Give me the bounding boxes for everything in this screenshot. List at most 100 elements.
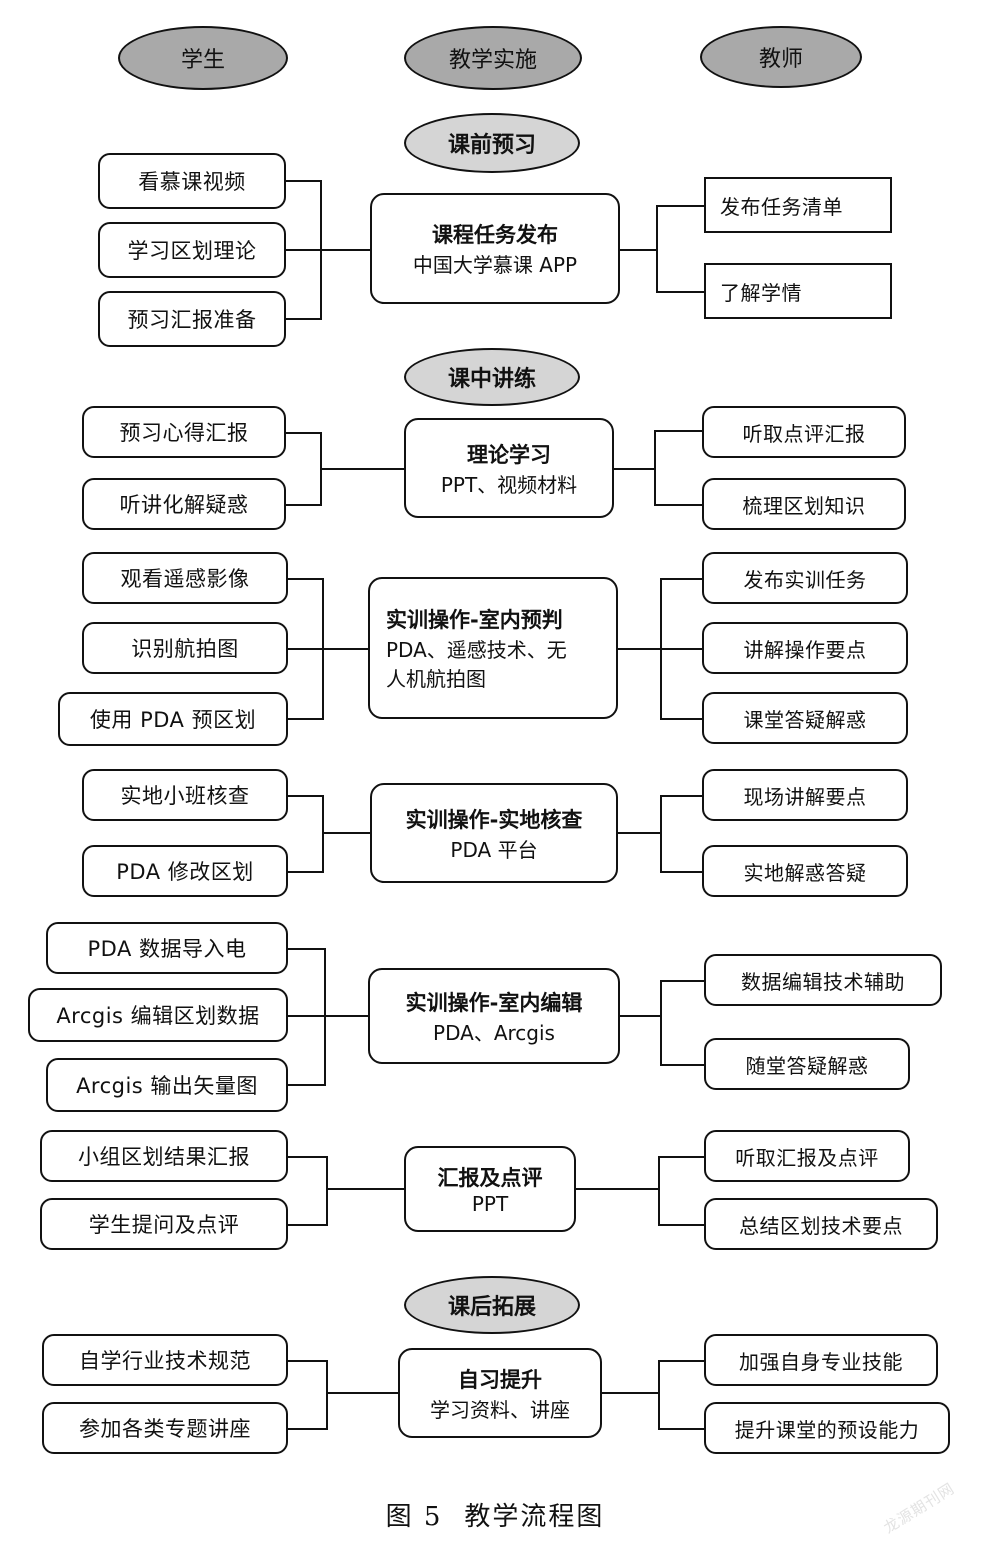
connector-line: [326, 1156, 328, 1226]
connector-line: [614, 468, 656, 470]
connector-line: [654, 430, 656, 506]
student-task-label: 听讲化解疑惑: [119, 493, 249, 517]
connector-line: [324, 948, 326, 1086]
student-task-box: 识别航拍图: [82, 622, 288, 674]
student-task-box: 预习心得汇报: [82, 406, 286, 458]
teacher-task-box: 加强自身专业技能: [704, 1334, 938, 1386]
connector-line: [620, 1015, 662, 1017]
teacher-task-label: 提升课堂的预设能力: [734, 1417, 920, 1442]
connector-line: [288, 1224, 328, 1226]
teacher-task-label: 随堂答疑解惑: [745, 1053, 869, 1078]
student-task-box: 听讲化解疑惑: [82, 478, 286, 530]
connector-line: [288, 795, 324, 797]
connector-line: [660, 648, 704, 650]
stage-label-post-class: 课后拓展: [404, 1276, 580, 1334]
student-task-box: 看慕课视频: [98, 153, 286, 209]
center-activity-subtitle: PDA、Arcgis: [433, 1020, 555, 1045]
connector-line: [326, 1360, 328, 1430]
student-task-box: PDA 修改区划: [82, 845, 288, 897]
teacher-task-box: 课堂答疑解惑: [702, 692, 908, 744]
connector-line: [322, 795, 324, 873]
stage-label-post-class-text: 课后拓展: [447, 1295, 536, 1320]
center-activity-box: 自习提升 学习资料、讲座: [398, 1348, 602, 1438]
connector-line: [288, 871, 324, 873]
column-header-implementation: 教学实施: [404, 26, 582, 90]
center-activity-subtitle: 中国大学慕课 APP: [412, 253, 578, 277]
student-task-box: 观看遥感影像: [82, 552, 288, 604]
connector-line: [288, 648, 368, 650]
connector-line: [288, 1428, 328, 1430]
teacher-task-label: 总结区划技术要点: [739, 1213, 903, 1238]
teacher-task-label: 实地解惑答疑: [743, 860, 867, 885]
connector-line: [658, 1428, 706, 1430]
connector-line: [288, 1360, 328, 1362]
center-activity-title: 汇报及点评: [437, 1166, 543, 1190]
teacher-task-label: 课堂答疑解惑: [743, 707, 867, 732]
connector-line: [286, 504, 322, 506]
teacher-task-label: 听取点评汇报: [742, 421, 866, 446]
student-task-label: 预习汇报准备: [127, 308, 257, 332]
teacher-task-box: 随堂答疑解惑: [704, 1038, 910, 1090]
student-task-label: PDA 修改区划: [116, 860, 254, 884]
connector-line: [658, 1360, 660, 1430]
figure-caption-label: 图 5: [385, 1502, 443, 1532]
center-activity-box: 实训操作-实地核查 PDA 平台: [370, 783, 618, 883]
student-task-box: 参加各类专题讲座: [42, 1402, 288, 1454]
center-activity-subtitle: 学习资料、讲座: [430, 1397, 570, 1422]
center-activity-box: 课程任务发布 中国大学慕课 APP: [370, 193, 620, 304]
student-task-label: 自学行业技术规范: [79, 1349, 251, 1373]
connector-line: [660, 1064, 706, 1066]
teacher-task-box: 总结区划技术要点: [704, 1198, 938, 1250]
connector-line: [288, 578, 324, 580]
column-header-teacher: 教师: [700, 26, 862, 88]
connector-line: [288, 1015, 368, 1017]
teacher-task-label: 发布实训任务: [743, 567, 867, 592]
stage-label-pre-class-text: 课前预习: [447, 133, 536, 158]
center-activity-title: 实训操作-室内预判: [386, 608, 563, 632]
teacher-task-label: 讲解操作要点: [743, 637, 867, 662]
student-task-label: 参加各类专题讲座: [79, 1417, 251, 1441]
teacher-task-box: 现场讲解要点: [702, 769, 908, 821]
connector-line: [576, 1188, 660, 1190]
connector-line: [660, 980, 706, 982]
connector-line: [660, 871, 704, 873]
student-task-label: Arcgis 编辑区划数据: [56, 1004, 260, 1028]
center-activity-subtitle: PDA 平台: [450, 837, 538, 862]
column-header-students-label: 学生: [180, 48, 225, 73]
column-header-implementation-label: 教学实施: [448, 48, 537, 73]
connector-line: [658, 1156, 706, 1158]
teacher-task-label: 梳理区划知识: [742, 493, 866, 518]
connector-line: [660, 980, 662, 1066]
connector-line: [660, 718, 704, 720]
center-activity-subtitle: PPT、视频材料: [440, 472, 578, 497]
student-task-box: 学生提问及点评: [40, 1198, 288, 1250]
teacher-task-label: 现场讲解要点: [743, 784, 867, 809]
teacher-task-box: 了解学情: [704, 263, 892, 319]
teacher-task-box: 梳理区划知识: [702, 478, 906, 530]
student-task-box: Arcgis 输出矢量图: [46, 1058, 288, 1112]
teacher-task-box: 提升课堂的预设能力: [704, 1402, 950, 1454]
connector-line: [288, 1156, 328, 1158]
connector-line: [656, 205, 706, 207]
connector-line: [288, 948, 326, 950]
connector-line: [326, 1188, 406, 1190]
connector-line: [660, 795, 704, 797]
center-activity-title: 实训操作-室内编辑: [405, 990, 583, 1015]
student-task-label: 预习心得汇报: [119, 421, 249, 445]
teacher-task-box: 实地解惑答疑: [702, 845, 908, 897]
connector-line: [654, 504, 704, 506]
student-task-label: 小组区划结果汇报: [78, 1145, 250, 1169]
connector-line: [322, 578, 324, 720]
stage-label-in-class-lecture-text: 课中讲练: [447, 367, 536, 392]
teacher-task-label: 加强自身专业技能: [739, 1349, 903, 1374]
student-task-label: PDA 数据导入电: [87, 937, 247, 961]
connector-line: [620, 249, 658, 251]
student-task-box: Arcgis 编辑区划数据: [28, 988, 288, 1042]
teacher-task-box: 听取汇报及点评: [704, 1130, 910, 1182]
center-activity-title: 实训操作-实地核查: [405, 807, 583, 832]
connector-line: [658, 1360, 706, 1362]
stage-label-pre-class: 课前预习: [404, 113, 580, 173]
teacher-task-label: 听取汇报及点评: [735, 1145, 879, 1170]
